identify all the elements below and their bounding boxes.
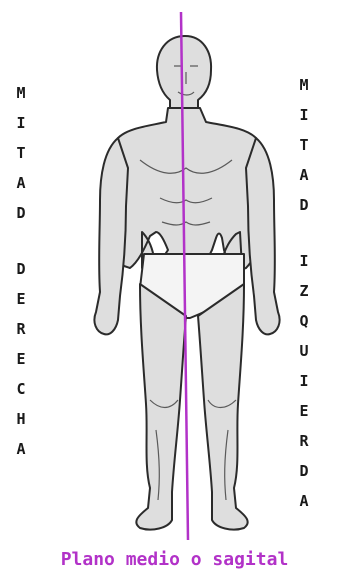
head: [157, 36, 211, 112]
label-letter: Q: [293, 312, 315, 330]
label-letter: D: [293, 196, 315, 214]
label-letter: Z: [293, 282, 315, 300]
right-arm: [94, 138, 128, 334]
label-letter: R: [293, 432, 315, 450]
label-letter: R: [10, 320, 32, 338]
label-letter: E: [10, 350, 32, 368]
label-letter: E: [293, 402, 315, 420]
label-letter: M: [10, 84, 32, 102]
left-arm: [246, 138, 280, 334]
label-letter: A: [293, 166, 315, 184]
label-letter: I: [293, 372, 315, 390]
label-letter: M: [293, 76, 315, 94]
torso: [107, 108, 266, 270]
label-letter: U: [293, 342, 315, 360]
label-letter: T: [293, 136, 315, 154]
label-letter: I: [293, 106, 315, 124]
label-letter: I: [10, 114, 32, 132]
label-letter: T: [10, 144, 32, 162]
label-letter: A: [10, 174, 32, 192]
label-letter: I: [293, 252, 315, 270]
plane-caption: Plano medio o sagital: [0, 548, 349, 572]
label-letter: C: [10, 380, 32, 398]
label-letter: D: [293, 462, 315, 480]
label-letter: A: [293, 492, 315, 510]
label-letter: A: [10, 440, 32, 458]
label-letter: D: [10, 260, 32, 278]
label-letter: H: [10, 410, 32, 428]
label-letter: D: [10, 204, 32, 222]
label-letter: E: [10, 290, 32, 308]
